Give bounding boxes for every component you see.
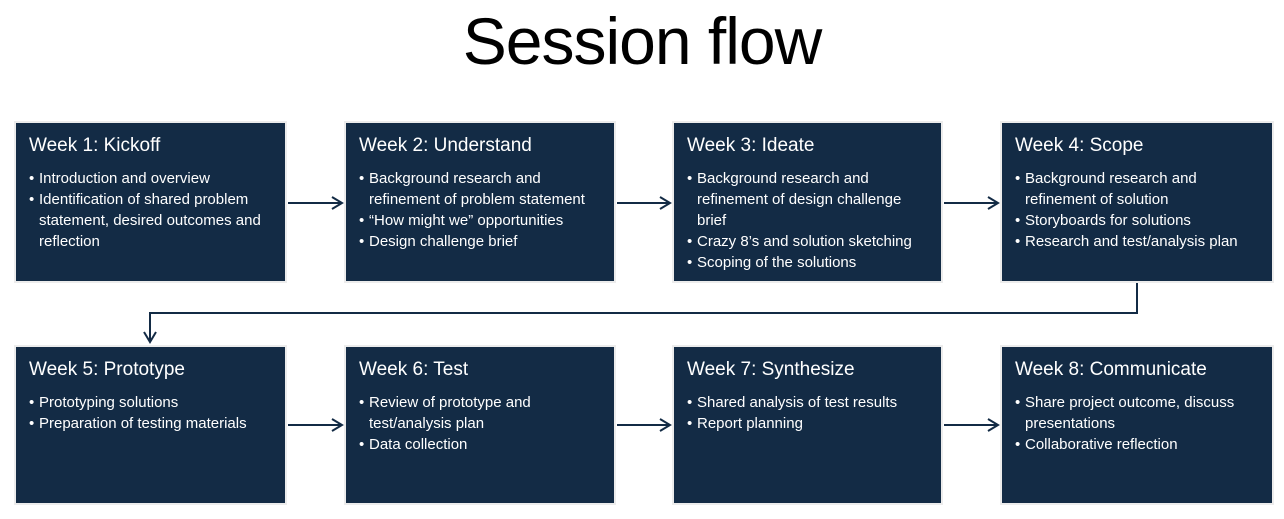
week-box-5-prototype: Week 5: Prototype Prototyping solutions … (14, 345, 287, 505)
week-box-6-test: Week 6: Test Review of prototype and tes… (344, 345, 616, 505)
bullet-item: Preparation of testing materials (29, 413, 277, 434)
flow-arrow-icon (617, 418, 672, 432)
week-box-bullet-list: Background research and refinement of de… (687, 168, 933, 273)
flow-arrow-icon (288, 196, 344, 210)
week-box-2-understand: Week 2: Understand Background research a… (344, 121, 616, 283)
week-box-8-communicate: Week 8: Communicate Share project outcom… (1000, 345, 1274, 505)
bullet-item: Shared analysis of test results (687, 392, 933, 413)
week-box-title: Week 4: Scope (1015, 135, 1144, 156)
bullet-item: Scoping of the solutions (687, 252, 933, 273)
bullet-item: Data collection (359, 434, 606, 455)
bullet-item: Review of prototype and test/analysis pl… (359, 392, 606, 434)
week-box-bullet-list: Review of prototype and test/analysis pl… (359, 392, 606, 455)
bullet-item: Collaborative reflection (1015, 434, 1264, 455)
bullet-item: Report planning (687, 413, 933, 434)
bullet-item: Prototyping solutions (29, 392, 277, 413)
bullet-item: Background research and refinement of pr… (359, 168, 606, 210)
week-box-4-scope: Week 4: Scope Background research and re… (1000, 121, 1274, 283)
week-box-title: Week 2: Understand (359, 135, 532, 156)
bullet-item: Background research and refinement of so… (1015, 168, 1264, 210)
flow-arrow-icon (944, 196, 1000, 210)
week-box-title: Week 6: Test (359, 359, 469, 380)
week-box-bullet-list: Introduction and overview Identification… (29, 168, 277, 252)
bullet-item: Storyboards for solutions (1015, 210, 1264, 231)
flow-arrow-icon (617, 196, 672, 210)
week-box-7-synthesize: Week 7: Synthesize Shared analysis of te… (672, 345, 943, 505)
week-box-bullet-list: Prototyping solutions Preparation of tes… (29, 392, 277, 434)
week-box-3-ideate: Week 3: Ideate Background research and r… (672, 121, 943, 283)
week-box-bullet-list: Share project outcome, discuss presentat… (1015, 392, 1264, 455)
bullet-item: Introduction and overview (29, 168, 277, 189)
week-box-title: Week 7: Synthesize (687, 359, 855, 380)
bullet-item: Crazy 8’s and solution sketching (687, 231, 933, 252)
week-box-1-kickoff: Week 1: Kickoff Introduction and overvie… (14, 121, 287, 283)
week-box-bullet-list: Background research and refinement of pr… (359, 168, 606, 252)
week-box-title: Week 3: Ideate (687, 135, 815, 156)
page-title: Session flow (462, 4, 823, 78)
week-box-title: Week 5: Prototype (29, 359, 185, 380)
week-box-bullet-list: Shared analysis of test results Report p… (687, 392, 933, 434)
bullet-item: Research and test/analysis plan (1015, 231, 1264, 252)
week-box-title: Week 8: Communicate (1015, 359, 1207, 380)
flow-wrap-arrow-icon (143, 283, 1138, 344)
week-box-bullet-list: Background research and refinement of so… (1015, 168, 1264, 252)
flow-arrow-icon (288, 418, 344, 432)
bullet-item: Design challenge brief (359, 231, 606, 252)
bullet-item: Share project outcome, discuss presentat… (1015, 392, 1264, 434)
bullet-item: Identification of shared problem stateme… (29, 189, 277, 252)
flow-arrow-icon (944, 418, 1000, 432)
week-box-title: Week 1: Kickoff (29, 135, 161, 156)
bullet-item: “How might we” opportunities (359, 210, 606, 231)
bullet-item: Background research and refinement of de… (687, 168, 933, 231)
